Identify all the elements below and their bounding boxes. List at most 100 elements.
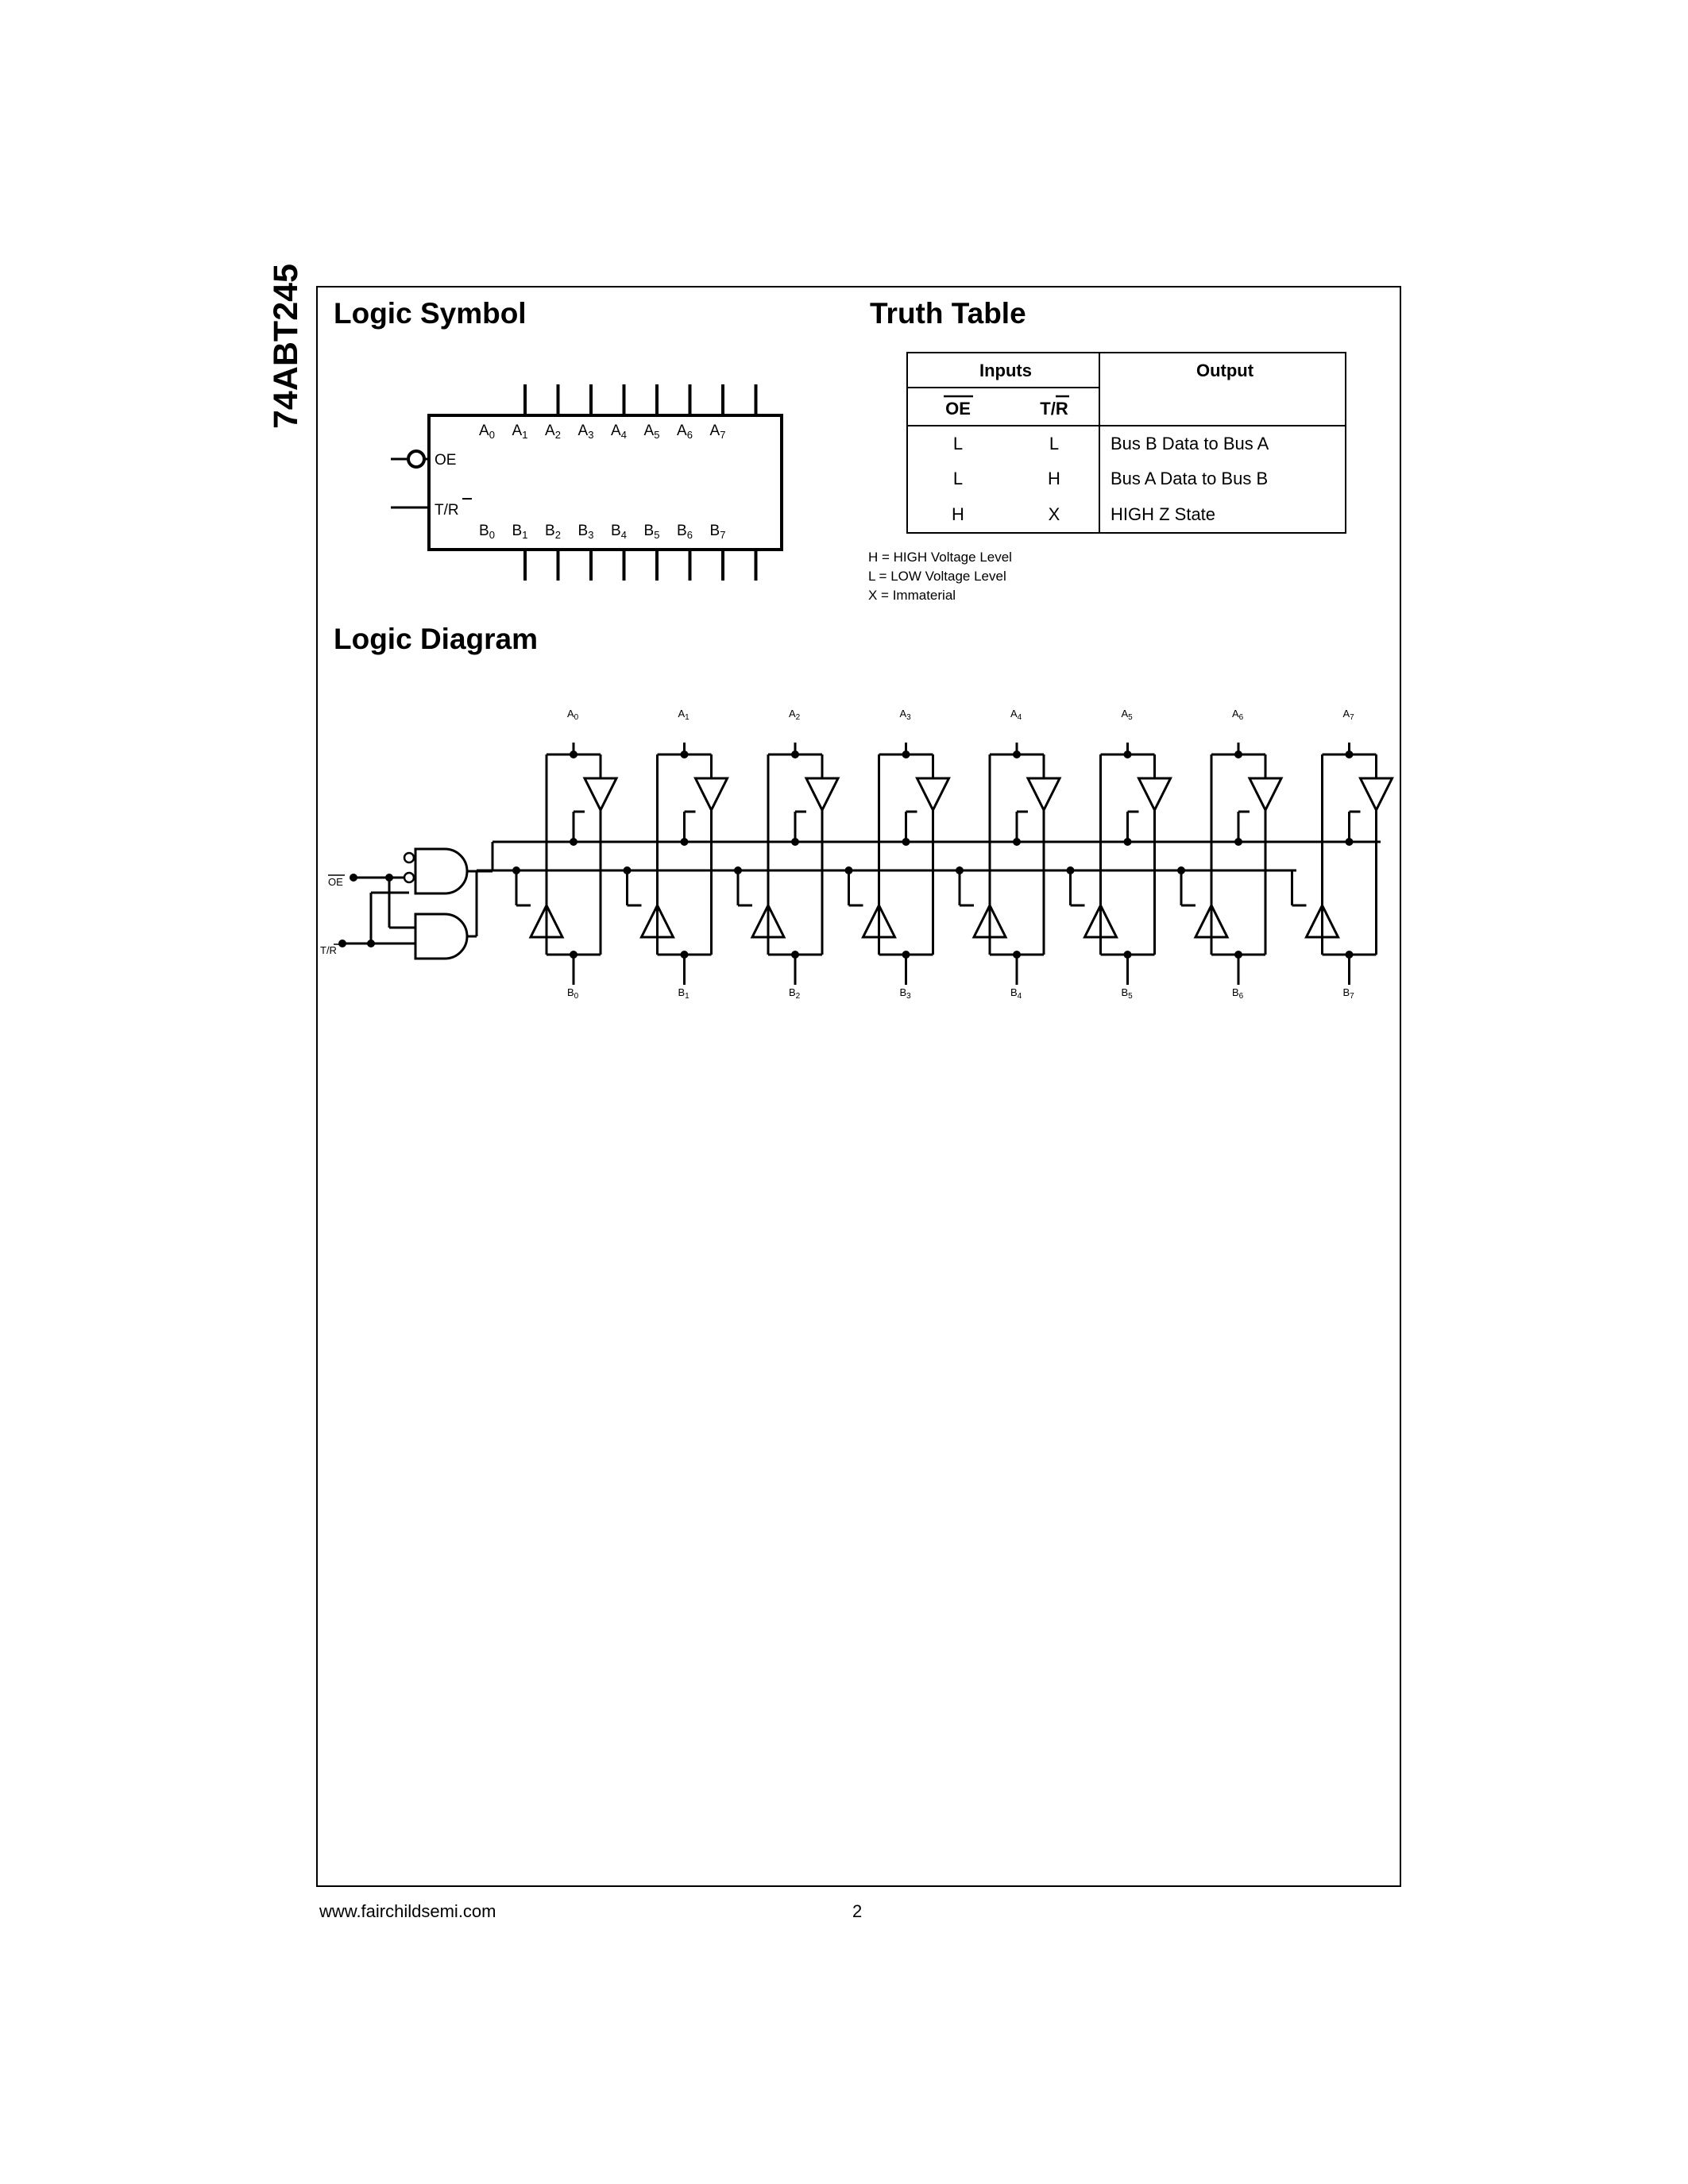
- symbol-body: [427, 414, 783, 551]
- a-node-dot: [680, 751, 689, 758]
- buffer-b-to-a: [861, 902, 897, 939]
- legend-line: L = LOW Voltage Level: [868, 569, 1006, 584]
- buffer-b-to-a: [750, 902, 786, 939]
- a-node-dot: [1234, 751, 1242, 758]
- tt-row: L L Bus B Data to Bus A: [953, 434, 1269, 453]
- buffer-a-to-b: [1026, 777, 1062, 813]
- inversion-bubble: [403, 851, 415, 864]
- a-node-dot: [1345, 751, 1354, 758]
- a-node-dot: [1123, 751, 1132, 758]
- b-node-dot: [1234, 951, 1242, 959]
- oe-terminal-dot: [350, 874, 357, 882]
- enable-junction-dot: [623, 866, 632, 874]
- diagram-a5-label: A5: [1122, 708, 1134, 722]
- truth-table: Inputs Output OE T/R L L Bus B Data to B…: [906, 352, 1346, 534]
- diagram-b7-label: B7: [1343, 986, 1355, 1001]
- tt-header-output: Output: [1196, 361, 1254, 380]
- b-node-dot: [902, 951, 910, 959]
- buffer-a-to-b: [915, 777, 951, 813]
- truth-table-legend: H = HIGH Voltage Level L = LOW Voltage L…: [868, 548, 1012, 605]
- buffer-a-to-b: [582, 777, 619, 813]
- buffer-a-to-b: [1358, 777, 1394, 813]
- tt-cell-tr: H: [1048, 469, 1060, 488]
- buffer-b-to-a: [971, 902, 1008, 939]
- buffer-b-to-a: [528, 902, 565, 939]
- diagram-a6-label: A6: [1232, 708, 1244, 722]
- symbol-tr-label: T/R: [435, 502, 459, 519]
- buffer-b-to-a: [639, 902, 675, 939]
- b-node-dot: [1345, 951, 1354, 959]
- buffer-b-to-a: [1304, 902, 1340, 939]
- diagram-a4-label: A4: [1010, 708, 1022, 722]
- diagram-a3-label: A3: [900, 708, 912, 722]
- legend-line: H = HIGH Voltage Level: [868, 550, 1012, 565]
- pin-a0-label: A0: [479, 423, 495, 441]
- buffer-a-to-b: [693, 777, 729, 813]
- oe-inversion-bubble: [407, 450, 426, 469]
- b-node-dot: [570, 951, 577, 959]
- tt-row: H X HIGH Z State: [952, 504, 1215, 524]
- diagram-b1-label: B1: [678, 986, 690, 1001]
- pin-b6-label: B6: [677, 523, 693, 541]
- enable-junction-dot: [680, 838, 689, 846]
- diagram-a7-label: A7: [1343, 708, 1355, 722]
- junction-dot: [385, 874, 393, 882]
- tt-cell-output: Bus B Data to Bus A: [1111, 434, 1269, 453]
- enable-junction-dot: [1066, 866, 1075, 874]
- b-node-dot: [680, 951, 689, 959]
- pin-a2-label: A2: [545, 423, 561, 441]
- pin-a3-label: A3: [578, 423, 594, 441]
- pin-b0-label: B0: [479, 523, 495, 541]
- enable-junction-dot: [1345, 838, 1354, 846]
- tr-terminal-dot: [338, 940, 346, 947]
- buffer-a-to-b: [1247, 777, 1284, 813]
- truth-table-heading: Truth Table: [870, 297, 1026, 330]
- diagram-b0-label: B0: [567, 986, 579, 1001]
- enable-junction-dot: [1177, 866, 1185, 874]
- pin-a4-label: A4: [611, 423, 627, 441]
- buffer-b-to-a: [1193, 902, 1230, 939]
- junction-dot: [367, 940, 375, 947]
- pin-a5-label: A5: [644, 423, 660, 441]
- pin-b1-label: B1: [512, 523, 528, 541]
- enable-junction-dot: [791, 838, 799, 846]
- and-gate-2: [414, 913, 469, 960]
- diagram-b5-label: B5: [1122, 986, 1134, 1001]
- logic-symbol-heading: Logic Symbol: [334, 297, 527, 330]
- b-node-dot: [1123, 951, 1132, 959]
- enable-junction-dot: [844, 866, 853, 874]
- tt-row: L H Bus A Data to Bus B: [953, 469, 1268, 488]
- pin-a6-label: A6: [677, 423, 693, 441]
- legend-line: X = Immaterial: [868, 588, 956, 603]
- symbol-oe-label: OE: [435, 452, 456, 469]
- enable-junction-dot: [1013, 838, 1021, 846]
- pin-a1-label: A1: [512, 423, 528, 441]
- logic-diagram-heading: Logic Diagram: [334, 623, 538, 655]
- diagram-b4-label: B4: [1010, 986, 1022, 1001]
- tt-cell-oe: H: [952, 504, 964, 524]
- tt-col-oe: OE: [945, 399, 971, 419]
- enable-junction-dot: [1123, 838, 1132, 846]
- tt-col-tr: T/R: [1040, 399, 1068, 419]
- diagram-a1-label: A1: [678, 708, 690, 722]
- pin-a7-label: A7: [710, 423, 726, 441]
- footer-url: www.fairchildsemi.com: [319, 1901, 496, 1921]
- footer-page-number: 2: [852, 1901, 863, 1921]
- tt-header-inputs: Inputs: [979, 361, 1032, 380]
- diagram-a2-label: A2: [789, 708, 801, 722]
- pin-b3-label: B3: [578, 523, 594, 541]
- tt-cell-oe: L: [953, 469, 963, 488]
- enable-junction-dot: [956, 866, 964, 874]
- buffer-a-to-b: [804, 777, 840, 813]
- a-node-dot: [1013, 751, 1021, 758]
- b-node-dot: [1013, 951, 1021, 959]
